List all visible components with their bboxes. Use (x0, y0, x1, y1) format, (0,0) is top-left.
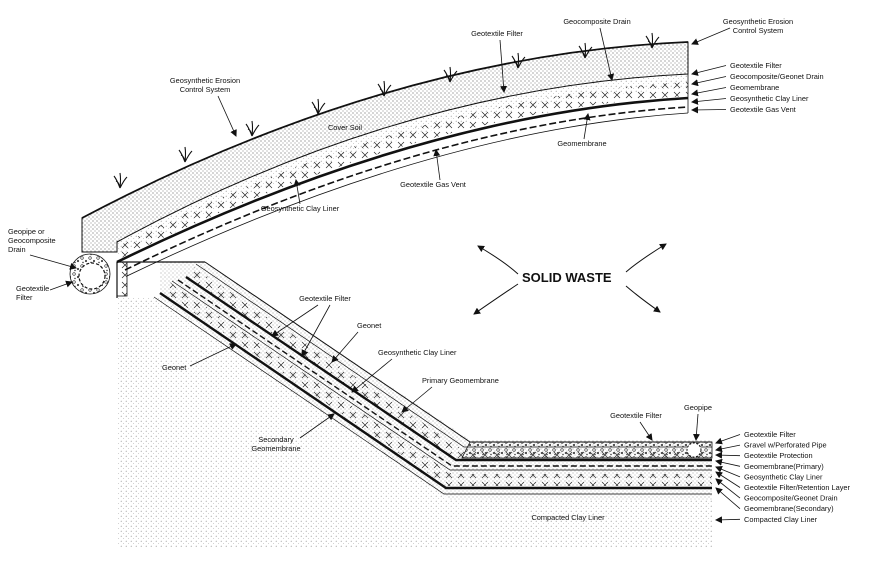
label-geotextile-filter-top: Geotextile Filter (471, 29, 523, 38)
label-clay-liner-mid: Geosynthetic Clay Liner (378, 348, 457, 357)
layer-label: Compacted Clay Liner (744, 515, 818, 524)
layer-label: Geomembrane (730, 83, 779, 92)
arrow-se (625, 285, 661, 313)
gravel-layer (461, 441, 713, 459)
layer-label: Geotextile Filter (744, 430, 796, 439)
label-secondary-geomembrane-2: Geomembrane (251, 444, 300, 453)
layer-label: Geosynthetic Clay Liner (730, 94, 809, 103)
layer-label: Geosynthetic Clay Liner (744, 472, 823, 481)
label-cover-soil: Cover Soil (328, 123, 362, 132)
label-gas-vent: Geotextile Gas Vent (400, 180, 466, 189)
plant-icon (311, 98, 326, 115)
layer-label: Geotextile Gas Vent (730, 105, 796, 114)
layer-label: Geotextile Protection (744, 451, 813, 460)
arrow-ne (625, 243, 667, 273)
primary-geomembrane-line (185, 276, 712, 462)
plant-icon (113, 172, 128, 189)
cap-gas-vent-line (126, 112, 689, 277)
label-geopipe-2: Geocomposite (8, 236, 56, 245)
layer-label: Geotextile Filter (730, 61, 782, 70)
arrow-sw (473, 283, 519, 315)
label-geotextile-filter-base: Geotextile Filter (610, 411, 662, 420)
layer-leader-arrow (691, 76, 727, 87)
label-geonet-upper: Geonet (357, 321, 381, 330)
label-geotextile-filter-mid: Geotextile Filter (299, 294, 351, 303)
erosion-control-surface (81, 41, 689, 219)
layer-label: Geomembrane(Secondary) (744, 504, 834, 513)
label-geopipe-base: Geopipe (684, 403, 712, 412)
layer-label: Gravel w/Perforated Pipe (744, 441, 827, 450)
layer-leader-arrow (715, 487, 741, 510)
label-geotextile-left-1: Geotextile (16, 284, 49, 293)
arrow-nw (477, 245, 519, 275)
label-erosion-left-2: Control System (180, 85, 231, 94)
label-geopipe-1: Geopipe or (8, 227, 45, 236)
layer-label: Geotextile Filter/Retention Layer (744, 483, 851, 492)
layer-label: Geocomposite/Geonet Drain (730, 72, 824, 81)
layer-leader-arrow (691, 106, 727, 114)
label-primary-geomembrane: Primary Geomembrane (422, 376, 499, 385)
plant-icon (377, 80, 392, 97)
solid-waste-label: SOLID WASTE (522, 270, 612, 285)
layer-label: Geocomposite/Geonet Drain (744, 494, 838, 503)
layer-leader-arrow (715, 516, 741, 524)
layer-leader-arrow (715, 444, 741, 453)
compacted-clay-region (117, 298, 712, 548)
vegetation (113, 32, 660, 189)
label-geonet-left: Geonet (162, 363, 186, 372)
plant-icon (511, 52, 526, 69)
toe-anchor (116, 261, 128, 297)
retention-layer-line (171, 280, 712, 471)
layer-leader-arrow (715, 451, 741, 459)
plant-icon (578, 42, 593, 59)
label-erosion-top: Geosynthetic Erosion (723, 17, 793, 26)
layer-label: Geomembrane(Primary) (744, 462, 824, 471)
label-clay-liner-cap: Geosynthetic Clay Liner (261, 204, 340, 213)
cap-geomembrane-line (116, 96, 689, 264)
layer-leader-arrow (715, 478, 741, 499)
secondary-geomembrane-line (159, 292, 712, 490)
cap-clay-liner-line (124, 106, 689, 271)
cap-geonet-band (117, 82, 688, 260)
layer-leader-arrow (715, 471, 741, 488)
label-erosion-left: Geosynthetic Erosion (170, 76, 240, 85)
clay-liner-line (177, 279, 712, 467)
label-geocomposite-drain-top: Geocomposite Drain (563, 17, 630, 26)
liner-band-dots (160, 262, 712, 500)
toe-drain (69, 253, 111, 295)
layer-leader-arrow (715, 458, 741, 467)
layer-leader-arrow (691, 65, 727, 76)
geopipe-circle (78, 262, 106, 290)
label-compacted-clay: Compacted Clay Liner (531, 513, 605, 522)
annotation-labels: Geosynthetic Erosion Control System Geoc… (8, 17, 793, 522)
plant-icon (443, 66, 458, 83)
solid-waste-indicator: SOLID WASTE (473, 243, 667, 315)
plant-icon (178, 146, 193, 163)
plant-icon (645, 32, 660, 49)
layer-leader-arrow (715, 434, 741, 445)
label-geopipe-3: Drain (8, 245, 26, 254)
perforated-pipe (686, 442, 702, 458)
bottom-liner-system (116, 261, 713, 548)
landfill-cap (81, 41, 689, 277)
label-erosion-top-2: Control System (733, 26, 784, 35)
clay-top-line (153, 296, 712, 495)
layer-leader-arrow (715, 466, 741, 478)
layer-leader-arrow (691, 97, 727, 105)
plant-icon (245, 120, 260, 137)
label-geomembrane-cap: Geomembrane (557, 139, 606, 148)
layer-leader-arrow (691, 87, 727, 97)
label-geotextile-left-2: Filter (16, 293, 33, 302)
label-secondary-geomembrane-1: Secondary (258, 435, 294, 444)
